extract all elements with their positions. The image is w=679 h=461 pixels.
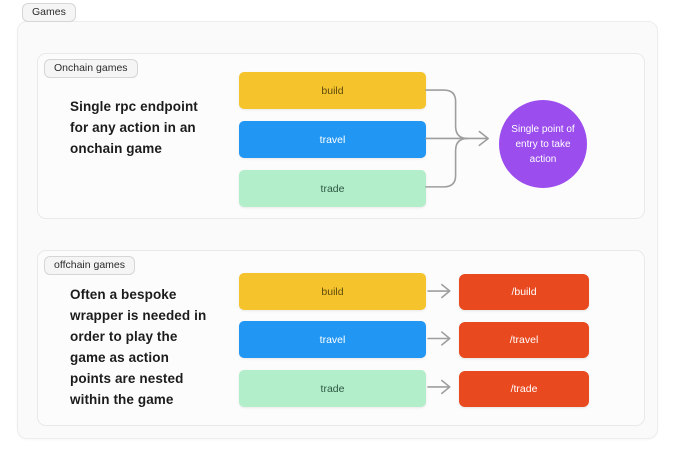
- offchain-games-panel: offchain games Often a bespoke wrapper i…: [37, 250, 645, 426]
- games-group-label[interactable]: Games: [22, 3, 76, 22]
- offchain-endpoint-trade[interactable]: /trade: [459, 371, 589, 407]
- onchain-games-label[interactable]: Onchain games: [44, 59, 138, 78]
- offchain-description-line: order to play the: [70, 329, 178, 344]
- offchain-description-line: game as action: [70, 350, 169, 365]
- onchain-description-line: onchain game: [70, 141, 162, 156]
- entry-point-node[interactable]: Single point of entry to take action: [499, 100, 587, 188]
- onchain-games-panel: Onchain games Single rpc endpoint for an…: [37, 53, 645, 219]
- offchain-node-travel[interactable]: travel: [239, 321, 426, 358]
- entry-point-label: Single point of entry to take action: [511, 123, 575, 165]
- onchain-node-build[interactable]: build: [239, 72, 426, 109]
- games-frame: Onchain games Single rpc endpoint for an…: [17, 21, 658, 439]
- onchain-description-line: for any action in an: [70, 120, 196, 135]
- onchain-description-line: Single rpc endpoint: [70, 99, 198, 114]
- offchain-description-line: within the game: [70, 392, 174, 407]
- onchain-node-trade[interactable]: trade: [239, 170, 426, 207]
- onchain-description: Single rpc endpoint for any action in an…: [70, 96, 198, 159]
- offchain-node-build[interactable]: build: [239, 273, 426, 310]
- onchain-node-travel[interactable]: travel: [239, 121, 426, 158]
- offchain-endpoint-travel[interactable]: /travel: [459, 322, 589, 358]
- offchain-description-line: points are nested: [70, 371, 184, 386]
- offchain-description: Often a bespoke wrapper is needed in ord…: [70, 284, 206, 410]
- offchain-node-trade[interactable]: trade: [239, 370, 426, 407]
- offchain-description-line: wrapper is needed in: [70, 308, 207, 323]
- offchain-endpoint-build[interactable]: /build: [459, 274, 589, 310]
- offchain-games-label[interactable]: offchain games: [44, 256, 136, 275]
- offchain-description-line: Often a bespoke: [70, 287, 177, 302]
